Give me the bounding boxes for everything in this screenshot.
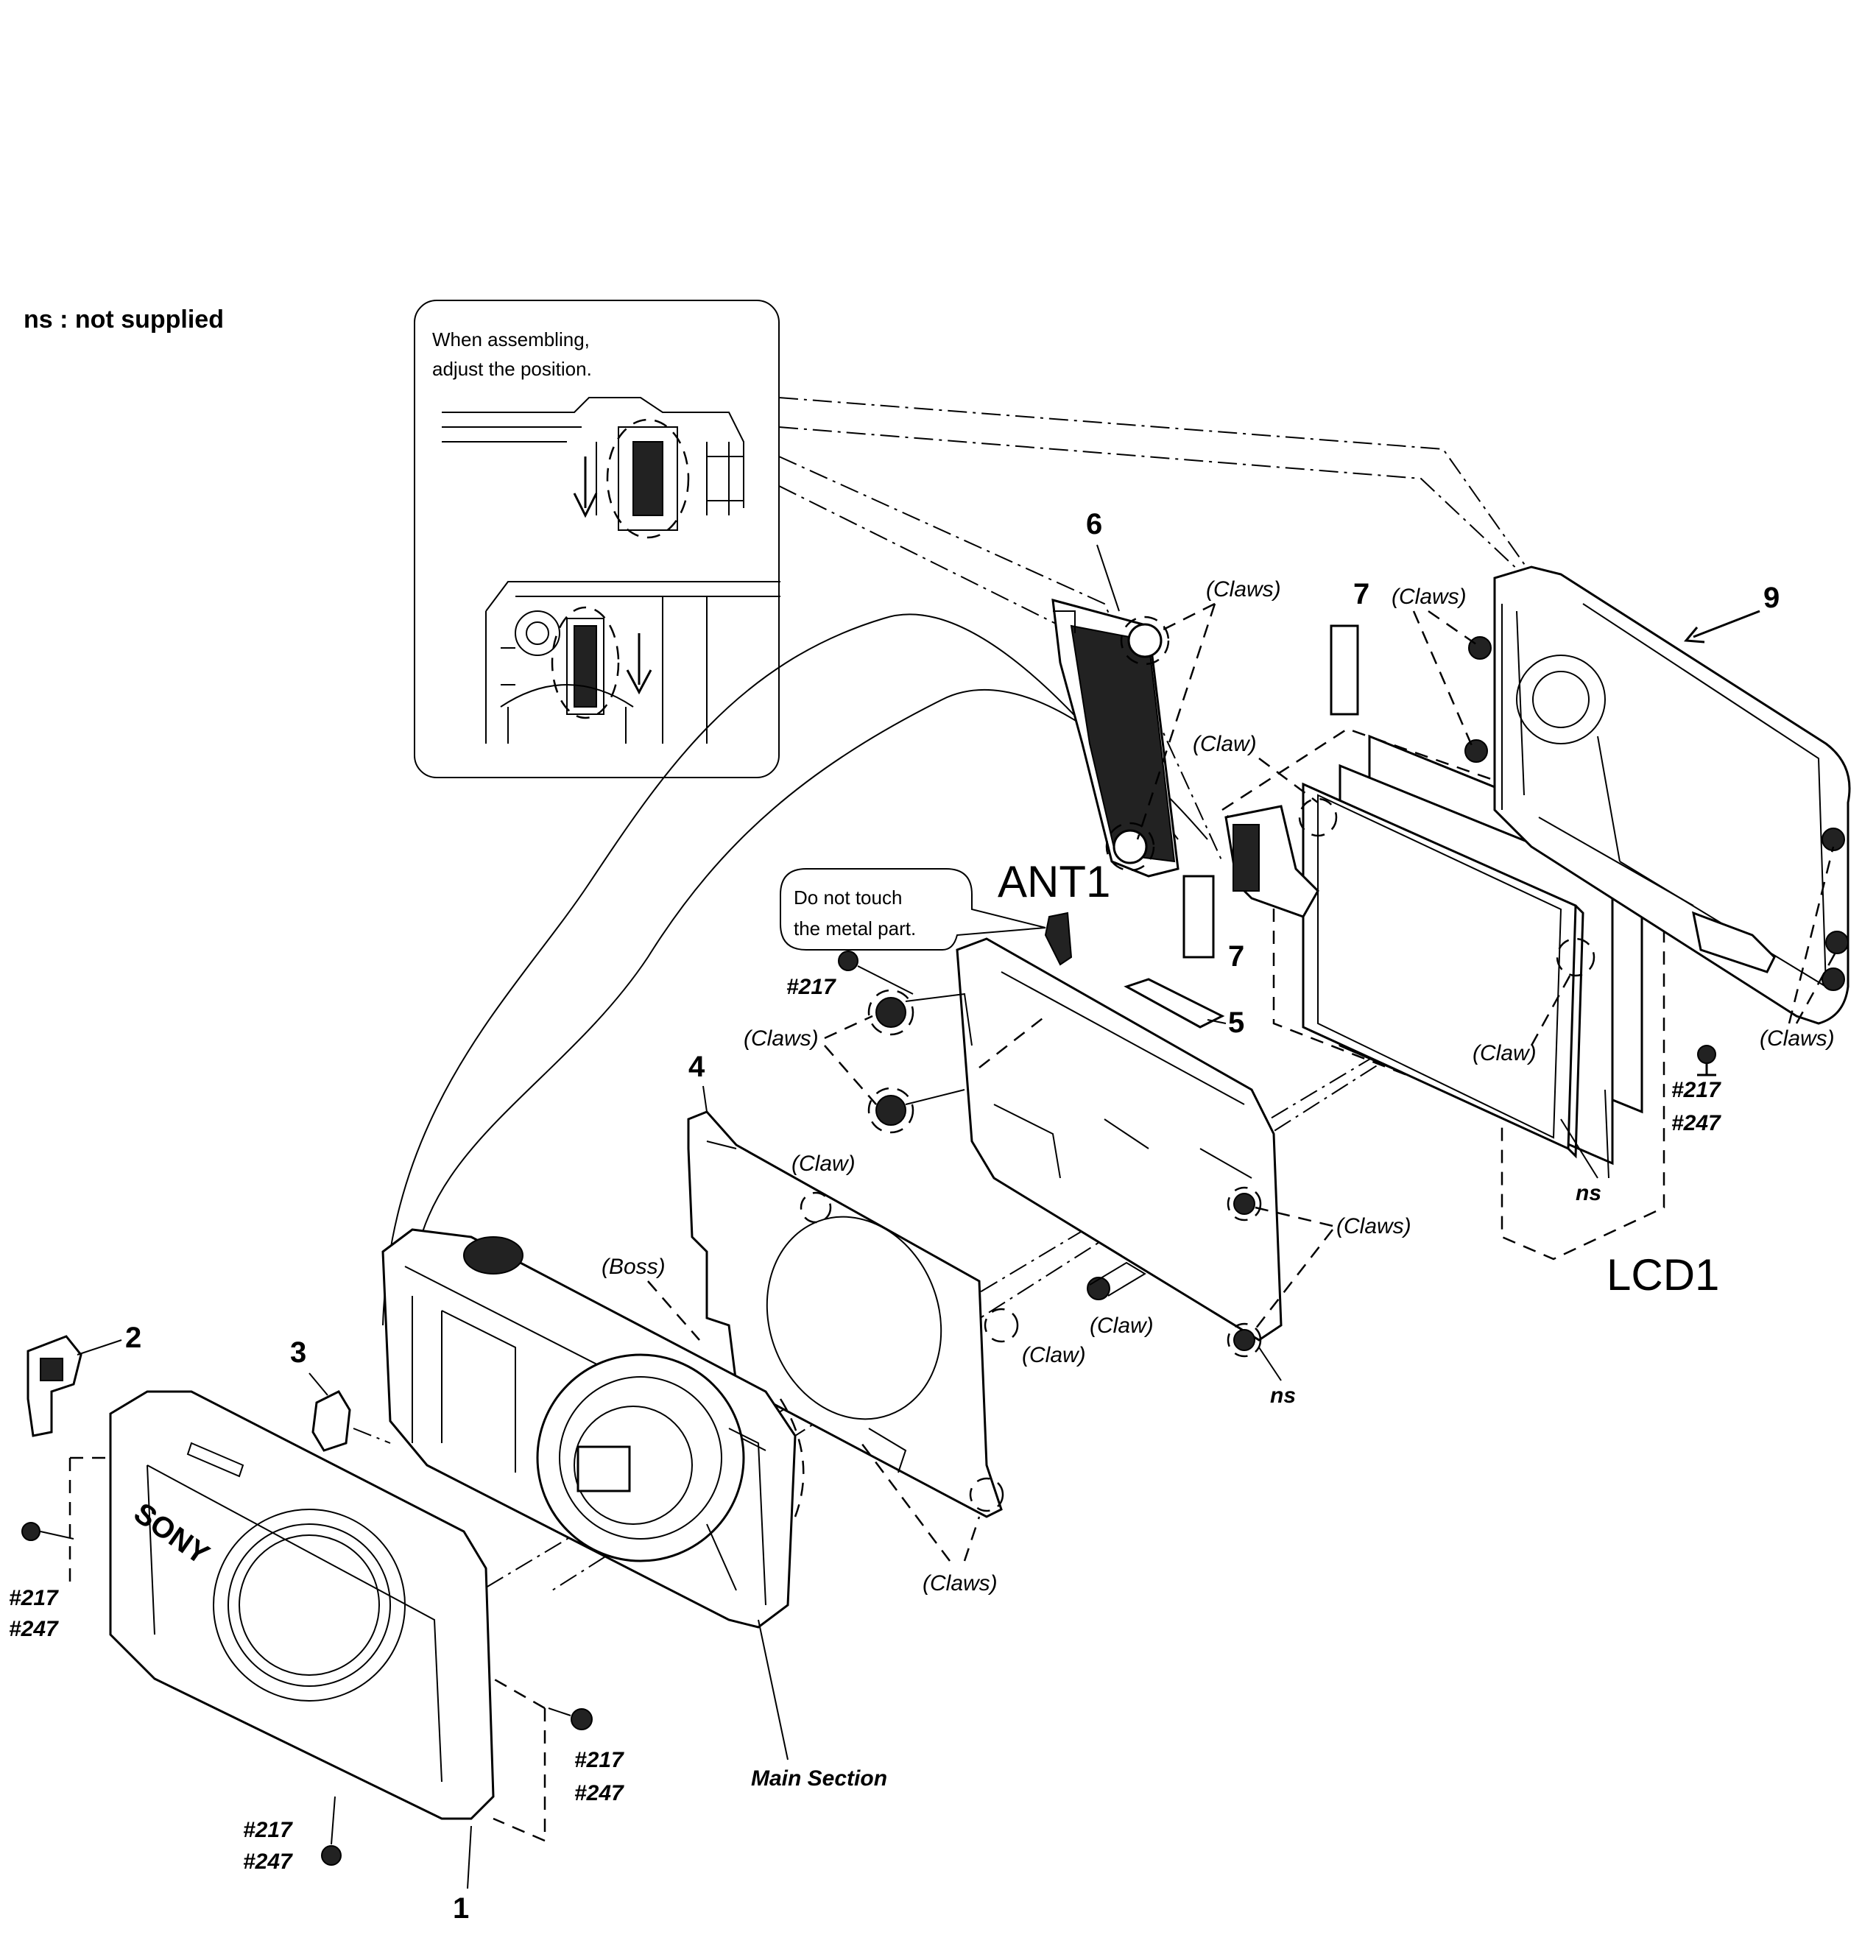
screw-front-right [548,1707,593,1730]
ns-label-board: ns [1270,1383,1296,1408]
claws-label-6: (Claws) [1206,577,1281,602]
part-7-sheet-upper [1330,624,1359,716]
claws-label-board-left: (Claws) [744,1026,819,1051]
claw-label-frame-right: (Claw) [1022,1343,1086,1367]
claws-leader-frame-bottom [861,1442,981,1562]
part-number-7b: 7 [1228,940,1244,973]
claw-label-lcd-top: (Claw) [1193,732,1257,756]
claws-label-9-top: (Claws) [1392,585,1467,609]
main-section-label: Main Section [751,1766,887,1791]
claws-label-9-bottom: (Claws) [1760,1026,1835,1051]
part-number-3: 3 [290,1336,306,1369]
leader-6 [1096,544,1120,612]
part-number-9: 9 [1763,582,1780,614]
screw-217-board: #217 [786,975,836,999]
inset-leader-3 [778,456,1223,862]
main-section-body [381,1228,805,1629]
inset-note-line2: adjust the position. [432,358,592,380]
ant1-label: ANT1 [998,857,1110,906]
screw-217-rear: #217 [1671,1078,1721,1102]
inset-leader-1 [778,397,1532,575]
claws-leader-board-left [824,1015,1046,1105]
leader-1 [467,1825,472,1889]
leader-4 [702,1085,708,1113]
claw-label-lcd-bottom: (Claw) [1473,1041,1537,1065]
claw-label-frame: (Claw) [791,1152,856,1176]
screw-217-front-left: #217 [9,1586,59,1610]
claws-leader-6 [1136,602,1216,840]
leader-3 [308,1372,328,1396]
claws-label-board-right: (Claws) [1336,1214,1411,1238]
part-number-4: 4 [688,1051,705,1083]
part-number-7a: 7 [1353,578,1369,610]
part-1-front-cabinet: SONY [109,1390,495,1820]
callout-line1: Do not touch [794,886,902,909]
leader-5 [1207,1019,1227,1024]
lcd1-assembly [1221,727,1665,1261]
part-9-rear-cabinet [1464,565,1851,1025]
ns-label-lcd: ns [1576,1181,1601,1205]
callout-line2: the metal part. [794,917,916,940]
inset-leader-4 [778,485,1061,627]
part-number-6: 6 [1086,508,1102,540]
guide-right-screw [493,1677,546,1842]
boss-leader [647,1280,700,1341]
claws-leader-9-bottom [1788,846,1838,1024]
part-number-1: 1 [453,1892,469,1925]
screw-247-front-right: #247 [574,1781,624,1805]
leader-9 [1693,610,1760,638]
part-number-2: 2 [125,1322,141,1354]
ns-leader-lcd [1560,1089,1609,1179]
claws-leader-9-top [1412,610,1477,748]
do-not-touch-callout: Do not touch the metal part. [780,868,1046,951]
part-number-5: 5 [1228,1007,1244,1039]
screw-rear-cabinet [1697,1045,1716,1076]
screw-247-front-bottom: #247 [243,1850,293,1874]
claws-label-frame-bottom: (Claws) [923,1571,998,1596]
main-board [867,937,1283,1358]
part-7-sheet-lower [1182,875,1215,959]
part-2-strap-holder [27,1335,82,1437]
screw-front-bottom [321,1796,342,1866]
inset-leader-2 [778,426,1547,597]
flex-cable-inner [412,688,1208,1297]
claw-leader-lcd-top [1258,758,1319,803]
assembly-inset: When assembling, adjust the position. [414,300,780,778]
leader-2 [77,1339,122,1356]
boss-label: (Boss) [602,1255,666,1279]
arrow-9 [1683,627,1705,644]
screw-217-front-bottom: #217 [243,1818,293,1842]
flex-cable-outer [382,613,1179,1326]
inset-note-line1: When assembling, [432,328,590,350]
guide-3 [353,1428,391,1444]
screw-front-left [21,1522,74,1541]
part-4-frame [687,1110,1019,1518]
part-5-strip [1124,978,1225,1029]
part-3-bracket [311,1390,351,1452]
ant1-part [1044,912,1073,966]
guide-left-screw [68,1456,107,1590]
inset-upper-drawing [442,397,744,539]
screw-217-front-right: #217 [574,1748,624,1772]
ns-legend: ns : not supplied [24,306,224,334]
part-6-switch-block [1051,598,1179,878]
screw-board [838,951,914,995]
screw-247-rear: #247 [1671,1111,1721,1135]
claws-leader-board-right [1255,1206,1333,1330]
main-section-leader [758,1619,789,1760]
screw-247-front-left: #247 [9,1617,59,1641]
claw-leader-lcd-bottom [1530,971,1573,1046]
ns-leader-board [1258,1347,1282,1381]
lcd1-label: LCD1 [1607,1250,1719,1300]
claw-label-board: (Claw) [1090,1314,1154,1338]
inset-lower-drawing [485,581,780,744]
